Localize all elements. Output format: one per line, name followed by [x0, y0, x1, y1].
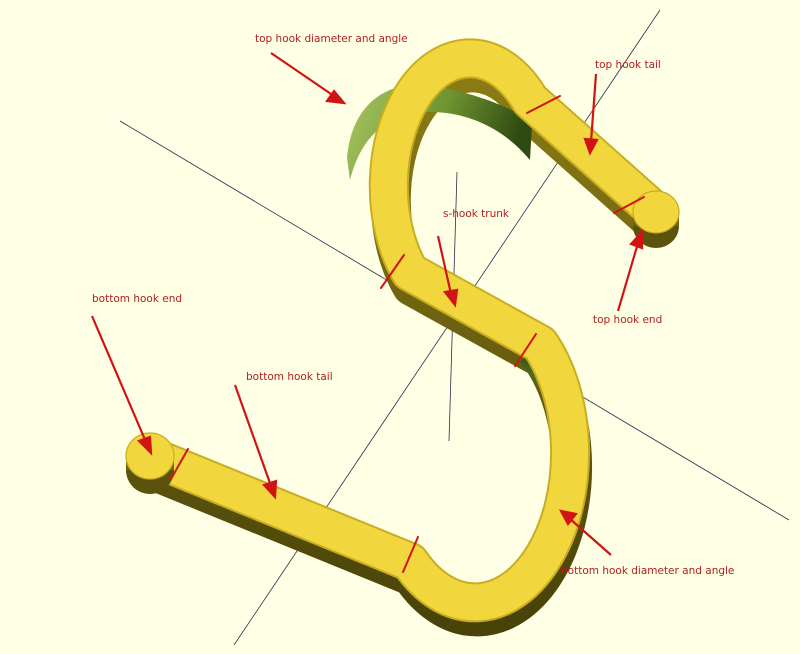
- bottom-hook-end-cap: [125, 432, 175, 494]
- arrow-bottom-hook-end: [90, 315, 153, 456]
- arrow-shook-trunk: [436, 235, 459, 308]
- label-bottom-hook-tail: bottom hook tail: [246, 371, 333, 383]
- marker-trunk-top: [380, 254, 405, 289]
- marker-trunk-bottom: [514, 333, 537, 367]
- top-hook-end-cap: [632, 190, 680, 248]
- arrow-bottom-hook-tail: [233, 384, 278, 500]
- arrow-bottom-hook-diameter: [558, 509, 612, 556]
- marker-bottom-tail-end: [170, 448, 189, 480]
- marker-bottom-curve-tail: [402, 536, 419, 573]
- label-top-hook-tail: top hook tail: [595, 59, 661, 71]
- label-top-hook-diameter: top hook diameter and angle: [255, 33, 408, 45]
- arrow-top-hook-diameter: [270, 52, 347, 105]
- callout-labels: top hook diameter and angle top hook tai…: [92, 33, 734, 577]
- marker-top-tail-end: [613, 196, 645, 214]
- label-bottom-hook-diameter: bottom hook diameter and angle: [561, 565, 734, 577]
- arrow-top-hook-end: [616, 229, 644, 312]
- label-bottom-hook-end: bottom hook end: [92, 293, 182, 305]
- label-shook-trunk: s-hook trunk: [443, 208, 510, 220]
- hook-face: [132, 40, 674, 621]
- s-hook-model[interactable]: [125, 38, 680, 637]
- marker-top-curve-tail: [526, 95, 561, 114]
- label-top-hook-end: top hook end: [593, 314, 662, 326]
- callout-arrows: [90, 52, 644, 556]
- arrow-top-hook-tail: [583, 73, 599, 156]
- segment-markers: [170, 95, 645, 573]
